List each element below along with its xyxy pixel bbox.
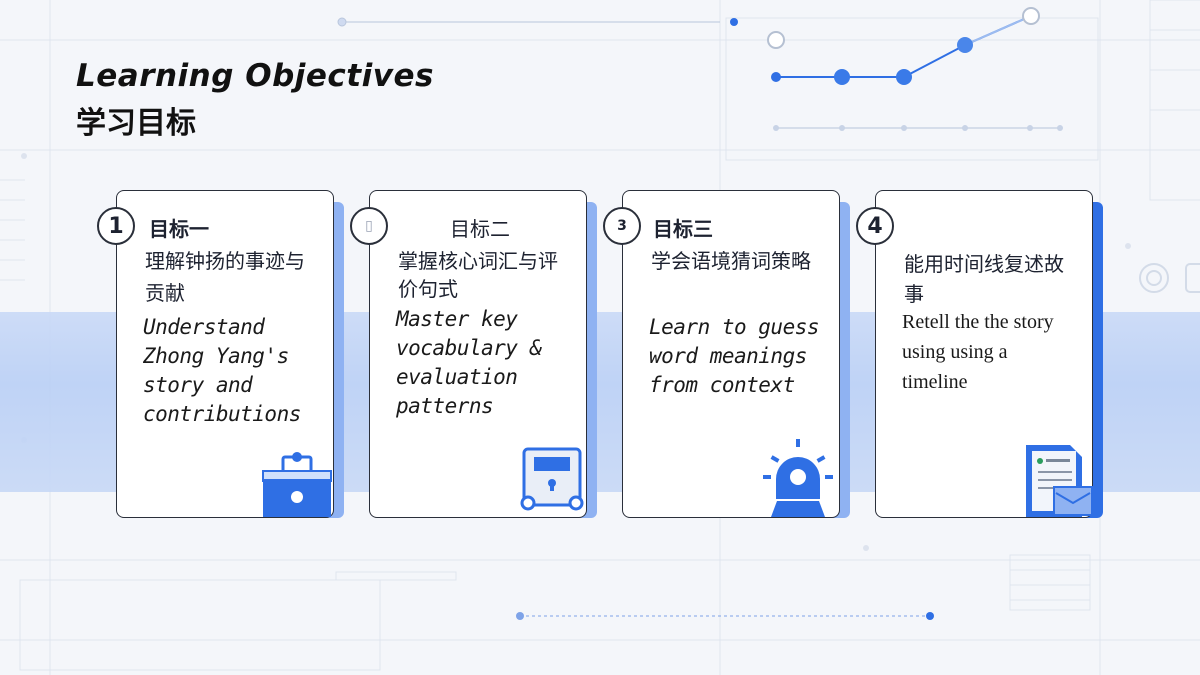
card-heading: 目标三 <box>653 217 713 241</box>
card-en-text: Master key vocabulary & evaluation patte… <box>396 307 542 418</box>
number-badge: 3 <box>603 207 641 245</box>
card-zh-text: 掌握核心词汇与评价句式 <box>398 249 558 301</box>
number-badge: 4 <box>856 207 894 245</box>
objective-card-2: ▯ 目标二 掌握核心词汇与评价句式 Master key vocabulary … <box>350 190 597 528</box>
document-icon <box>1026 445 1093 517</box>
objective-card-4: 4 能用时间线复述故事 Retell the the story using u… <box>856 190 1103 528</box>
alarm-light-icon <box>763 439 833 517</box>
page-subtitle: 学习目标 <box>76 106 196 141</box>
card-zh-text: 能用时间线复述故事 <box>904 252 1064 306</box>
card-heading: 目标一 <box>149 217 209 241</box>
card-en-text: Understand Zhong Yang's story and contri… <box>143 315 301 426</box>
card-body: 1 目标一 理解钟扬的事迹与贡献 Understand Zhong Yang's… <box>97 190 334 518</box>
card-body: ▯ 目标二 掌握核心词汇与评价句式 Master key vocabulary … <box>350 190 587 518</box>
card-en-text: Retell the the story using using a timel… <box>902 311 1054 393</box>
objective-card-1: 1 目标一 理解钟扬的事迹与贡献 Understand Zhong Yang's… <box>97 190 344 528</box>
page-title: Learning Objectives <box>76 58 434 94</box>
card-zh-text: 理解钟扬的事迹与贡献 <box>145 249 305 305</box>
card-heading: 目标二 <box>450 217 510 241</box>
number-badge: 1 <box>97 207 135 245</box>
card-en-text: Learn to guess word meanings from contex… <box>649 315 820 397</box>
number-badge: ▯ <box>350 207 388 245</box>
robot-icon <box>520 447 584 511</box>
card-zh-text: 学会语境猜词策略 <box>651 249 811 273</box>
objective-card-3: 3 目标三 学会语境猜词策略 Learn to guess word meani… <box>603 190 850 528</box>
briefcase-icon <box>262 452 332 517</box>
card-body: 3 目标三 学会语境猜词策略 Learn to guess word meani… <box>603 190 840 518</box>
card-body: 4 能用时间线复述故事 Retell the the story using u… <box>856 190 1093 518</box>
